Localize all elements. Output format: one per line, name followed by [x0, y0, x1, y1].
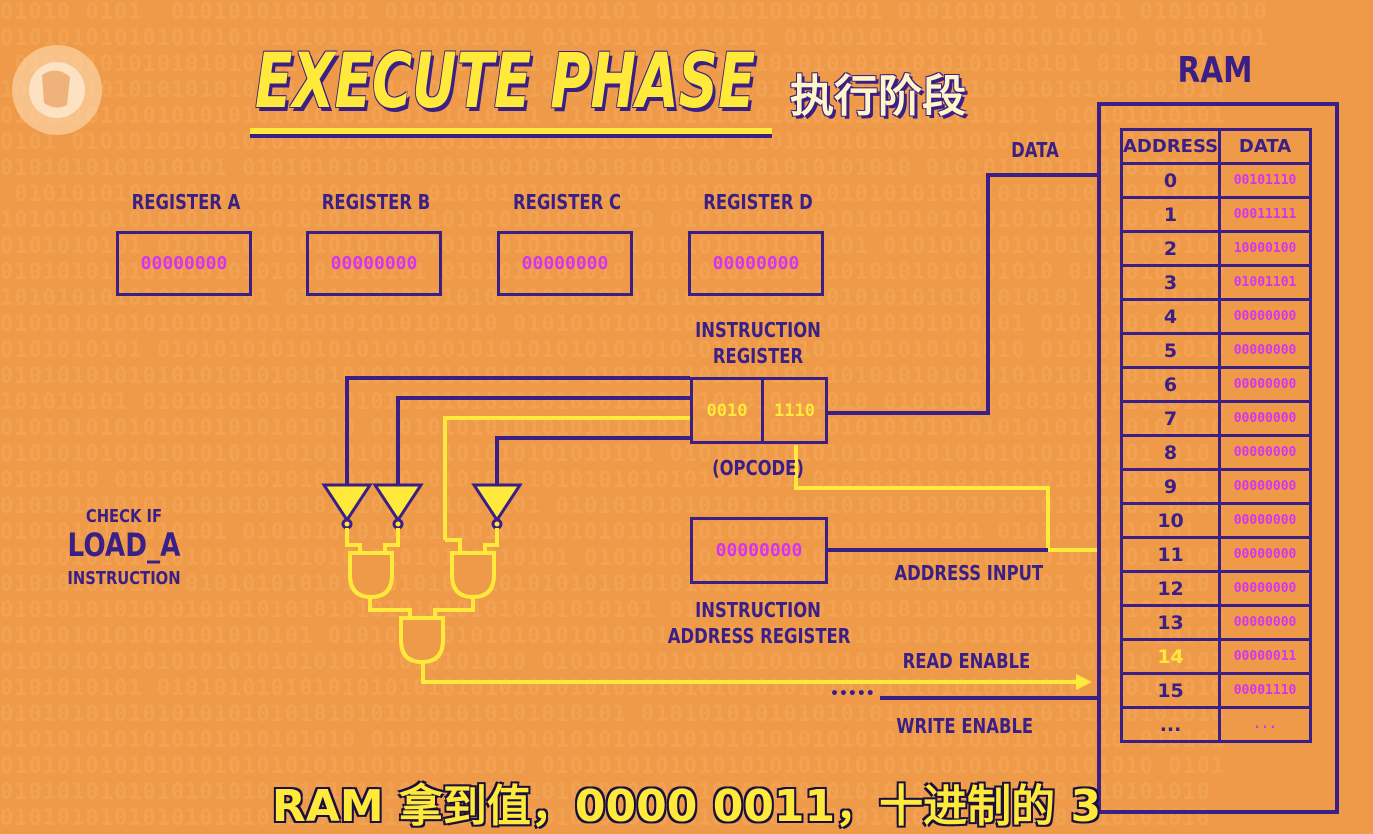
ram-row-address: 15 — [1119, 672, 1222, 709]
ram-row-address: 13 — [1119, 604, 1222, 641]
ram-row-address: 3 — [1119, 264, 1222, 301]
ram-row-data: ... — [1218, 706, 1312, 743]
instruction-register-label-1: INSTRUCTION — [695, 318, 821, 342]
register-d-value: 00000000 — [688, 231, 824, 296]
register-b-label: REGISTER B — [321, 190, 431, 214]
register-c-label: REGISTER C — [513, 190, 621, 214]
ram-row-data: 01001101 — [1218, 264, 1312, 301]
write-enable-label: WRITE ENABLE — [896, 714, 1034, 738]
register-d-label: REGISTER D — [703, 190, 813, 214]
title-underline — [250, 128, 772, 138]
ram-row-address: 11 — [1119, 536, 1222, 573]
ram-row-address: 1 — [1119, 196, 1222, 233]
register-c-value: 00000000 — [497, 231, 633, 296]
instruction-register-label-2: REGISTER — [712, 344, 804, 368]
ram-row-data: 00000011 — [1218, 638, 1312, 675]
channel-logo — [12, 45, 102, 135]
ram-row-address: 4 — [1119, 298, 1222, 335]
ram-row-address: 12 — [1119, 570, 1222, 607]
ram-row-data: 00000000 — [1218, 366, 1312, 403]
ram-row-address: 2 — [1119, 230, 1222, 267]
ram-row-data: 10000100 — [1218, 230, 1312, 267]
ram-row-data: 00000000 — [1218, 332, 1312, 369]
ram-title: RAM — [1177, 50, 1253, 91]
check-if-label: CHECK IF — [85, 506, 163, 527]
register-a-label: REGISTER A — [131, 190, 241, 214]
ram-row-data: 00011111 — [1218, 196, 1312, 233]
instruction-label: INSTRUCTION — [67, 568, 181, 589]
ram-row-data: 00000000 — [1218, 400, 1312, 437]
address-input-label: ADDRESS INPUT — [894, 561, 1044, 585]
ram-row-data: 00000000 — [1218, 298, 1312, 335]
ram-header-row: ADDRESS DATA — [1119, 128, 1312, 165]
ram-row-data: 00001110 — [1218, 672, 1312, 709]
ram-row-address: ... — [1119, 706, 1222, 743]
ram-row-address: 14 — [1119, 638, 1222, 675]
instruction-register: 0010 1110 — [690, 377, 828, 444]
ram-row-address: 9 — [1119, 468, 1222, 505]
ram-row-address: 10 — [1119, 502, 1222, 539]
register-a-value: 00000000 — [116, 231, 252, 296]
address-value: 1110 — [774, 400, 815, 421]
load-a-label: LOAD_A — [67, 526, 181, 564]
ram-row-address: 7 — [1119, 400, 1222, 437]
ram-row-data: 00000000 — [1218, 536, 1312, 573]
ram-address-header: ADDRESS — [1119, 128, 1222, 165]
ram-frame — [1097, 102, 1339, 814]
ram-row-address: 8 — [1119, 434, 1222, 471]
logo-icon — [29, 62, 85, 118]
ram-row-data: 00000000 — [1218, 434, 1312, 471]
ram-row-address: 0 — [1119, 162, 1222, 199]
opcode-label: (OPCODE) — [712, 456, 804, 480]
ram-row-data: 00000000 — [1218, 604, 1312, 641]
register-b-value: 00000000 — [306, 231, 442, 296]
opcode-value: 0010 — [693, 380, 764, 441]
ram-row-data: 00000000 — [1218, 502, 1312, 539]
instruction-address-register-label-2: ADDRESS REGISTER — [667, 624, 851, 648]
ram-data-header: DATA — [1218, 128, 1312, 165]
ram-row-data: 00000000 — [1218, 570, 1312, 607]
ram-row-address: 6 — [1119, 366, 1222, 403]
ram-row: ...... — [1119, 706, 1312, 743]
subtitle-caption: RAM 拿到值，0000 0011，十进制的 3 — [271, 781, 1102, 832]
write-enable-dots: ••••• — [830, 686, 875, 702]
instruction-address-register-value: 00000000 — [690, 517, 828, 584]
page-title-chinese: 执行阶段 — [790, 71, 966, 122]
read-enable-label: READ ENABLE — [902, 649, 1031, 673]
ram-row-data: 00000000 — [1218, 468, 1312, 505]
data-signal-label: DATA — [1011, 138, 1059, 162]
instruction-address-register-label-1: INSTRUCTION — [695, 598, 821, 622]
ram-row-data: 00101110 — [1218, 162, 1312, 199]
ram-row-address: 5 — [1119, 332, 1222, 369]
